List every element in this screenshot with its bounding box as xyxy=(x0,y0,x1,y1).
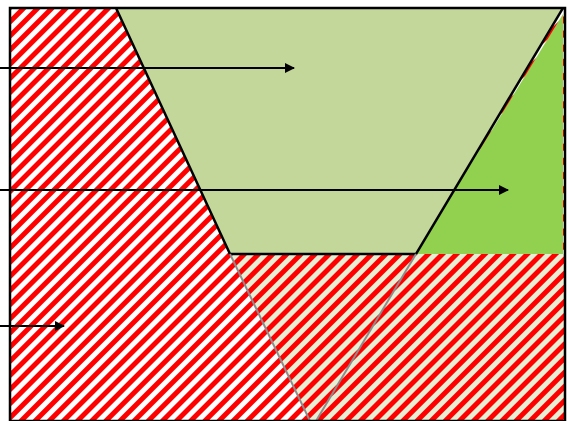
trapezoid-region xyxy=(116,8,563,254)
gray-extension-line-left xyxy=(229,253,311,421)
frame-border xyxy=(8,6,567,421)
trapezoid-outline xyxy=(114,7,565,256)
gray-extension-line-right xyxy=(315,253,417,421)
bottom-hatched-band xyxy=(230,254,565,421)
